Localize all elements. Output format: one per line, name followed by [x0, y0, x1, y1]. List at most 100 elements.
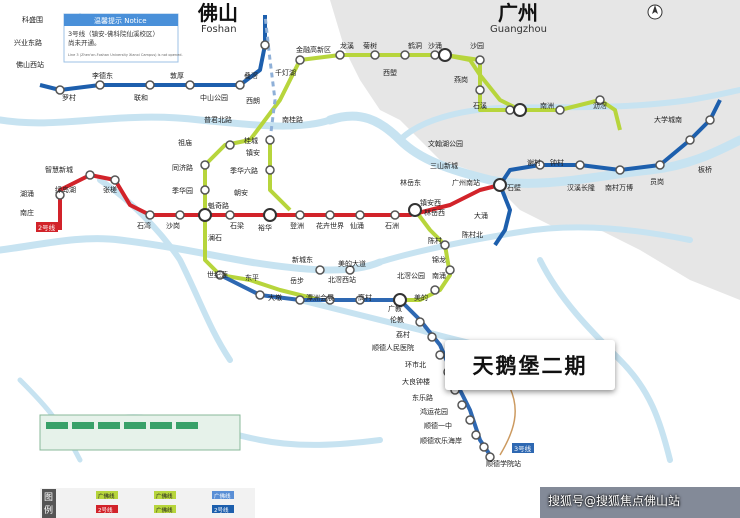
station-label: 新城东: [292, 255, 313, 264]
station-label: 环市北: [405, 360, 426, 369]
station-label: 钟村: [550, 158, 564, 167]
station-dot: [615, 165, 625, 175]
station-label: 岳步: [290, 277, 304, 285]
station-dot: [55, 190, 65, 200]
station-label: 裕华: [258, 223, 272, 232]
station-dot: [595, 95, 605, 105]
station-label: 南庄: [20, 208, 34, 217]
station-dot: [415, 317, 425, 327]
station-dot: [295, 55, 305, 65]
station-dot: [255, 290, 265, 300]
station-dot: [185, 80, 195, 90]
line-3-badge: 3号线: [512, 443, 534, 453]
station-label: 文翰湖公园: [428, 139, 463, 148]
station-label: 美的: [414, 293, 428, 302]
station-label: 潭洲会展: [306, 293, 334, 302]
station-dot: [655, 160, 665, 170]
station-dot: [475, 55, 485, 65]
station-label: 季华园: [172, 186, 193, 195]
station-label: 伦教: [390, 315, 404, 324]
station-dot: [200, 160, 210, 170]
transfer-dot: [263, 208, 277, 222]
station-label: 大良钟楼: [402, 377, 430, 386]
station-dot: [95, 80, 105, 90]
station-label: 顺德一中: [424, 421, 452, 430]
station-label: 罗村: [62, 93, 76, 102]
station-label: 锦龙: [432, 255, 446, 264]
station-label: 广教: [388, 304, 402, 313]
callout-line: [499, 387, 516, 456]
station-label: 朝安: [234, 188, 248, 197]
station-label: 高村: [358, 293, 372, 302]
station-label: 东乐路: [412, 393, 433, 402]
station-label: 叠滘: [244, 71, 258, 80]
transfer-dot: [393, 293, 407, 307]
station-label: 陈村: [428, 236, 442, 245]
svg-text:3号线: 3号线: [514, 444, 532, 453]
station-label: 千灯湖: [275, 68, 296, 77]
legend-strip: 图 例 广佛线 广佛线 广佛线 2号线 广佛线 2号线: [39, 414, 255, 518]
station-dot: [260, 40, 270, 50]
station-label: 绿岛湖: [55, 185, 76, 194]
station-label: 陈村北: [462, 230, 483, 239]
station-label: 大学城南: [654, 115, 682, 124]
station-dot: [235, 80, 245, 90]
station-dot: [555, 105, 565, 115]
station-dot: [471, 430, 481, 440]
station-dot: [465, 415, 475, 425]
station-label: 镇安: [246, 148, 260, 157]
project-banner-text: 天鹅堡二期: [472, 353, 588, 378]
station-label: 美的大道: [338, 259, 366, 268]
station-label: 员岗: [650, 178, 664, 186]
station-label: 林岳西: [424, 208, 445, 217]
transfer-dot: [513, 103, 527, 117]
station-dot: [400, 50, 410, 60]
station-markers: [55, 40, 715, 462]
transfer-dot: [438, 48, 452, 62]
station-dot: [440, 240, 450, 250]
station-label: 沙岗: [166, 222, 180, 230]
station-label: 菊树: [363, 41, 377, 50]
station-label: 西朗: [246, 96, 260, 105]
station-dot: [215, 270, 225, 280]
station-dot: [390, 210, 400, 220]
station-label: 广州南站: [452, 178, 480, 187]
station-label: 魁奇路: [208, 201, 229, 210]
station-label: 湖涌: [20, 189, 34, 198]
legend-title-2: 例: [44, 504, 53, 516]
guangzhou-label-cn: 广州: [498, 1, 538, 25]
legend-title-1: 图: [44, 492, 53, 503]
station-dot: [505, 105, 515, 115]
station-label: 北滘公园: [397, 271, 425, 280]
station-label: 燕岗: [454, 75, 468, 84]
station-dot: [85, 170, 95, 180]
station-label: 南村万博: [605, 183, 633, 192]
svg-text:2号线: 2号线: [214, 506, 229, 514]
station-label: 汉溪长隆: [567, 183, 595, 192]
station-label: 兴业东路: [14, 38, 42, 47]
station-label: 大涌: [474, 211, 488, 220]
station-label: 龙溪: [340, 41, 354, 50]
station-dot: [225, 210, 235, 220]
watermark-text: 搜狐号@搜狐焦点佛山站: [548, 494, 681, 508]
svg-text:广佛线: 广佛线: [156, 492, 173, 500]
station-dot: [315, 265, 325, 275]
station-dot: [479, 442, 489, 452]
foshan-label-en: Foshan: [201, 24, 237, 35]
station-label: 石洲: [385, 222, 399, 230]
station-label: 荔村: [396, 330, 410, 339]
station-label: 祖庙: [178, 138, 192, 147]
notice-body-3: Line 3 (Zhen'an-Foshan University Xianxi…: [68, 53, 183, 57]
station-label: 同济路: [172, 163, 193, 172]
station-label: 谢村: [527, 158, 541, 167]
transfer-dot: [493, 178, 507, 192]
station-label: 澜石: [208, 233, 222, 242]
station-dot: [175, 210, 185, 220]
station-label: 季华六路: [230, 166, 258, 175]
station-dot: [445, 265, 455, 275]
station-dot: [335, 50, 345, 60]
station-dot: [535, 160, 545, 170]
svg-text:广佛线: 广佛线: [156, 506, 173, 514]
